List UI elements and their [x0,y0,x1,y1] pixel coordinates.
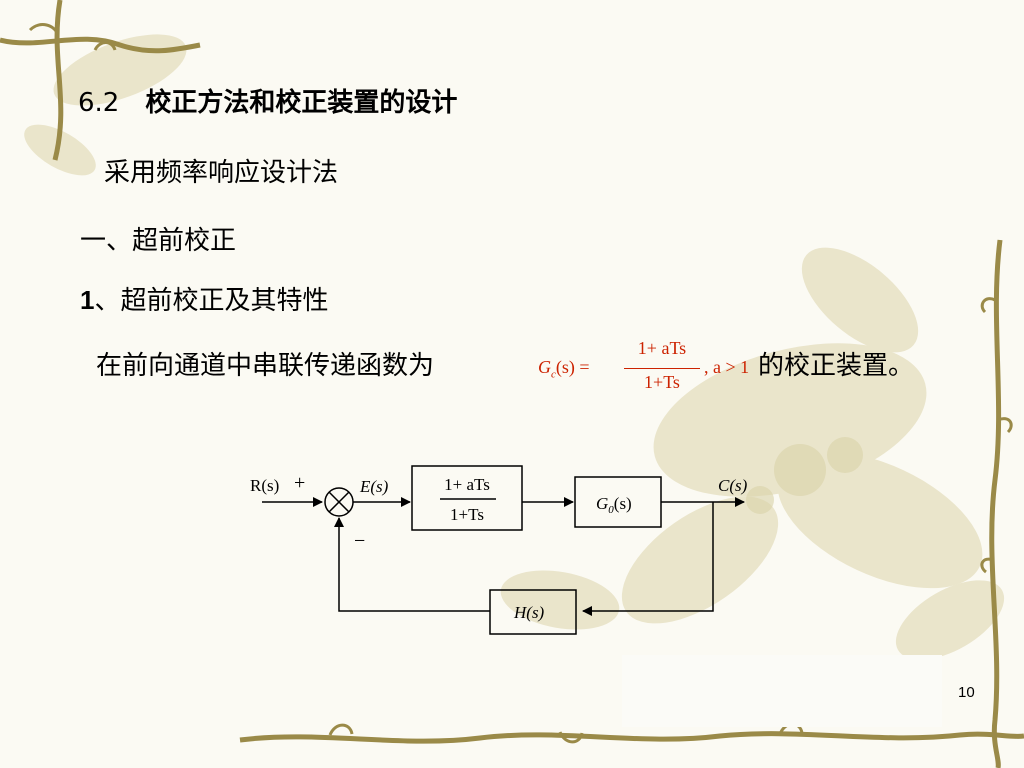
subsection-title: 1、超前校正及其特性 [80,280,328,317]
output-label: C(s) [718,476,748,495]
formula-numerator: 1+ aTs [637,338,687,358]
plus-sign: + [294,472,305,494]
page-number: 10 [958,684,975,701]
heading-title: 校正方法和校正装置的设计 [145,88,458,118]
formula-denominator: 1+Ts [644,372,680,392]
heading-number: 6.2 [78,88,120,118]
page-number-panel [622,655,942,727]
section-heading: 6.2 校正方法和校正装置的设计 [78,82,457,119]
feedback-line-in [582,502,714,616]
compensator-block [411,465,523,531]
compensator-denominator: 1+Ts [450,505,484,524]
method-line: 采用频率响应设计法 [104,158,339,188]
formula-condition: , a > 1 [704,357,750,377]
compensator-numerator: 1+ aTs [444,475,490,494]
subsection-number: 1 [80,285,95,315]
minus-sign: − [354,530,365,552]
description-after: 的校正装置。 [758,351,915,381]
formula-lhs: Gc(s) = [538,357,590,381]
error-label: E(s) [359,477,389,496]
feedback-label: H(s) [513,603,545,622]
feedback-line-out [334,517,490,612]
plant-label: G0(s) [596,494,632,516]
input-label: R(s) [250,476,279,495]
description-before: 在前向通道中串联传递函数为 [96,351,435,381]
summing-cross-2 [328,491,350,513]
subsection-text: 、超前校正及其特性 [94,286,329,316]
section-title: 一、超前校正 [80,226,237,256]
transfer-function-formula: Gc(s) = 1+ aTs 1+Ts , a > 1 [538,338,758,400]
feedback-block [489,589,577,635]
formula-fraction-bar [624,368,700,369]
